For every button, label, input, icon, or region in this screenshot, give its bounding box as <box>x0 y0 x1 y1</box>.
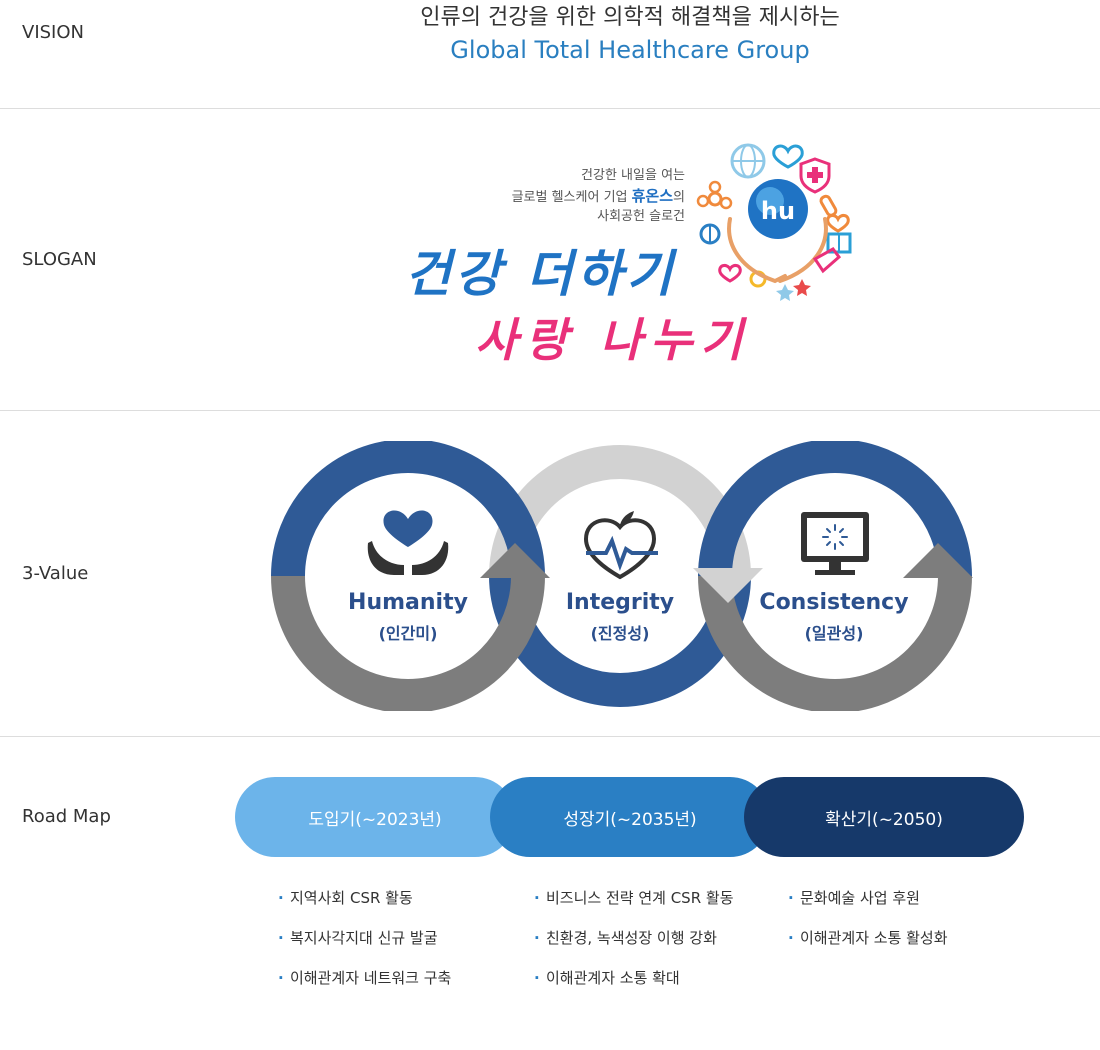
emblem-text: hu <box>761 197 795 225</box>
value-sub-humanity: (인간미) <box>379 624 438 643</box>
roadmap-label: Road Map <box>22 806 111 827</box>
list-item: 비즈니스 전략 연계 CSR 활동 <box>534 887 734 927</box>
vision-group-name: Global Total Healthcare Group <box>450 36 810 64</box>
list-item: 이해관계자 네트워크 구축 <box>278 967 451 1007</box>
brand-name: 휴온스 <box>631 187 674 205</box>
list-item: 문화예술 사업 후원 <box>788 887 948 927</box>
roadmap-growth-list: 비즈니스 전략 연계 CSR 활동 친환경, 녹색성장 이행 강화 이해관계자 … <box>534 887 734 1007</box>
slogan-main-line1: 건강 더하기 <box>405 245 677 303</box>
divider <box>0 108 1100 109</box>
slogan-main-line2: 사랑 나누기 <box>475 313 751 367</box>
vision-statement: 인류의 건강을 위한 의학적 해결책을 제시하는 <box>420 5 840 30</box>
list-item: 이해관계자 소통 확대 <box>534 967 734 1007</box>
roadmap-phase-growth: 성장기(~2035년) <box>490 777 770 857</box>
value-label: 3-Value <box>22 563 89 584</box>
roadmap-expansion-list: 문화예술 사업 후원 이해관계자 소통 활성화 <box>788 887 948 967</box>
roadmap-intro-list: 지역사회 CSR 활동 복지사각지대 신규 발굴 이해관계자 네트워크 구축 <box>278 887 451 1007</box>
monitor-icon <box>801 512 869 575</box>
value-section: 3-Value <box>0 411 1100 736</box>
list-item: 친환경, 녹색성장 이행 강화 <box>534 927 734 967</box>
value-sub-consistency: (일관성) <box>805 624 864 643</box>
slogan-intro-line3: 사회공헌 슬로건 <box>597 209 685 224</box>
value-title-humanity: Humanity <box>348 590 468 615</box>
roadmap-section: Road Map 도입기(~2023년) 성장기(~2035년) 확산기(~20… <box>0 737 1100 1050</box>
slogan-emblem-icon: hu <box>696 143 852 301</box>
value-title-consistency: Consistency <box>759 590 908 615</box>
divider <box>0 410 1100 411</box>
roadmap-phase-expansion: 확산기(~2050) <box>744 777 1024 857</box>
list-item: 복지사각지대 신규 발굴 <box>278 927 451 967</box>
heart-hands-icon <box>367 510 449 575</box>
slogan-intro-line1: 건강한 내일을 여는 <box>581 168 685 183</box>
vision-label: VISION <box>22 22 84 43</box>
value-title-integrity: Integrity <box>566 590 674 615</box>
vision-section: VISION 인류의 건강을 위한 의학적 해결책을 제시하는 Global T… <box>0 0 1100 108</box>
roadmap-phase-intro: 도입기(~2023년) <box>235 777 515 857</box>
apple-heartbeat-icon <box>583 511 658 580</box>
divider <box>0 736 1100 737</box>
list-item: 지역사회 CSR 활동 <box>278 887 451 927</box>
list-item: 이해관계자 소통 활성화 <box>788 927 948 967</box>
slogan-label: SLOGAN <box>22 249 97 270</box>
three-value-diagram: Humanity (인간미) Integrity (진정성) Consisten… <box>271 441 973 711</box>
slogan-intro-line2: 글로벌 헬스케어 기업 휴온스의 <box>511 187 685 205</box>
value-sub-integrity: (진정성) <box>591 624 650 643</box>
slogan-section: SLOGAN 건강한 내일을 여는 글로벌 헬스케어 기업 휴온스의 사회공헌 … <box>0 109 1100 410</box>
